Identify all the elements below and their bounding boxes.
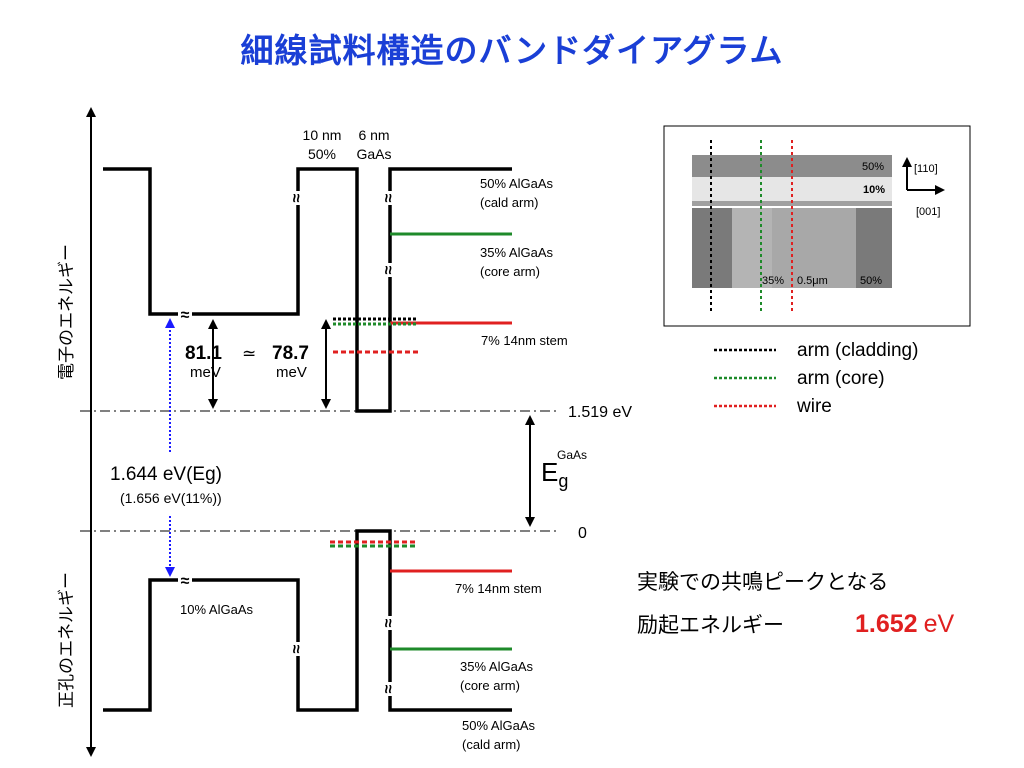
svg-text:≈: ≈ (379, 619, 396, 628)
gap-energy-value: 1.644 eV(Eg) (110, 464, 222, 485)
svg-text:≈: ≈ (181, 307, 190, 324)
vb-stem-label: 7% 14nm stem (455, 581, 542, 596)
direction-110: [110] (914, 163, 938, 175)
gap-symbol: Eg (541, 457, 568, 491)
svg-text:≈: ≈ (287, 645, 304, 654)
cb-50-label: 50% AlGaAs (480, 176, 553, 191)
cb-stem-label: 7% 14nm stem (481, 333, 568, 348)
svg-text:≈: ≈ (379, 194, 396, 203)
note-line-1: 実験での共鳴ピークとなる (637, 571, 888, 594)
inset-thickness: 0.5μm (797, 275, 828, 287)
note-line-2: 励起エネルギー (637, 614, 784, 637)
conduction-band-profile (103, 167, 512, 413)
offset-81-value: 81.1 (185, 343, 222, 364)
approx-symbol: ≃ (242, 344, 256, 363)
cb-edge-energy: 1.519 eV (568, 404, 632, 421)
inset-50-top: 50% (862, 161, 884, 173)
inset-35: 35% (762, 275, 784, 287)
offset-78-value: 78.7 (272, 343, 309, 364)
valence-band-profile (103, 529, 512, 712)
vb-edge-zero: 0 (578, 525, 587, 542)
vb-10-label: 10% AlGaAs (180, 602, 253, 617)
inset-50-bottom: 50% (860, 275, 882, 287)
svg-text:≈: ≈ (287, 194, 304, 203)
gaas-label: GaAs (356, 146, 391, 162)
electron-energy-label: 電子のエネルギー (57, 244, 76, 380)
legend-label-wire: wire (796, 396, 832, 417)
svg-text:≈: ≈ (379, 266, 396, 275)
vb-50-sub-label: (cald arm) (462, 737, 521, 752)
cb-35-label: 35% AlGaAs (480, 245, 553, 260)
break-marks: ≈ ≈ ≈ ≈ ≈ ≈ ≈ ≈ (178, 191, 397, 696)
gap-superscript: GaAs (557, 448, 587, 462)
slide-title: 細線試料構造のバンドダイアグラム (240, 31, 784, 70)
vb-35-label: 35% AlGaAs (460, 659, 533, 674)
structure-inset (663, 125, 971, 327)
legend (714, 348, 776, 408)
width-6nm-label: 6 nm (358, 127, 389, 143)
mev-unit-1: meV (190, 364, 221, 381)
vb-50-label: 50% AlGaAs (462, 718, 535, 733)
hole-energy-label: 正孔のエネルギー (57, 572, 76, 708)
svg-text:≈: ≈ (181, 573, 190, 590)
legend-label-core: arm (core) (797, 368, 885, 389)
width-10nm-label: 10 nm (303, 127, 342, 143)
composition-50-label: 50% (308, 146, 336, 162)
svg-text:≈: ≈ (379, 685, 396, 694)
cb-50-sub-label: (cald arm) (480, 195, 539, 210)
cb-35-sub-label: (core arm) (480, 264, 540, 279)
inset-10: 10% (863, 184, 885, 196)
legend-label-cladding: arm (cladding) (797, 340, 918, 361)
direction-001: [001] (916, 206, 940, 218)
gap-energy-value-11pct: (1.656 eV(11%)) (120, 490, 222, 506)
mev-unit-2: meV (276, 364, 307, 381)
vb-35-sub-label: (core arm) (460, 678, 520, 693)
